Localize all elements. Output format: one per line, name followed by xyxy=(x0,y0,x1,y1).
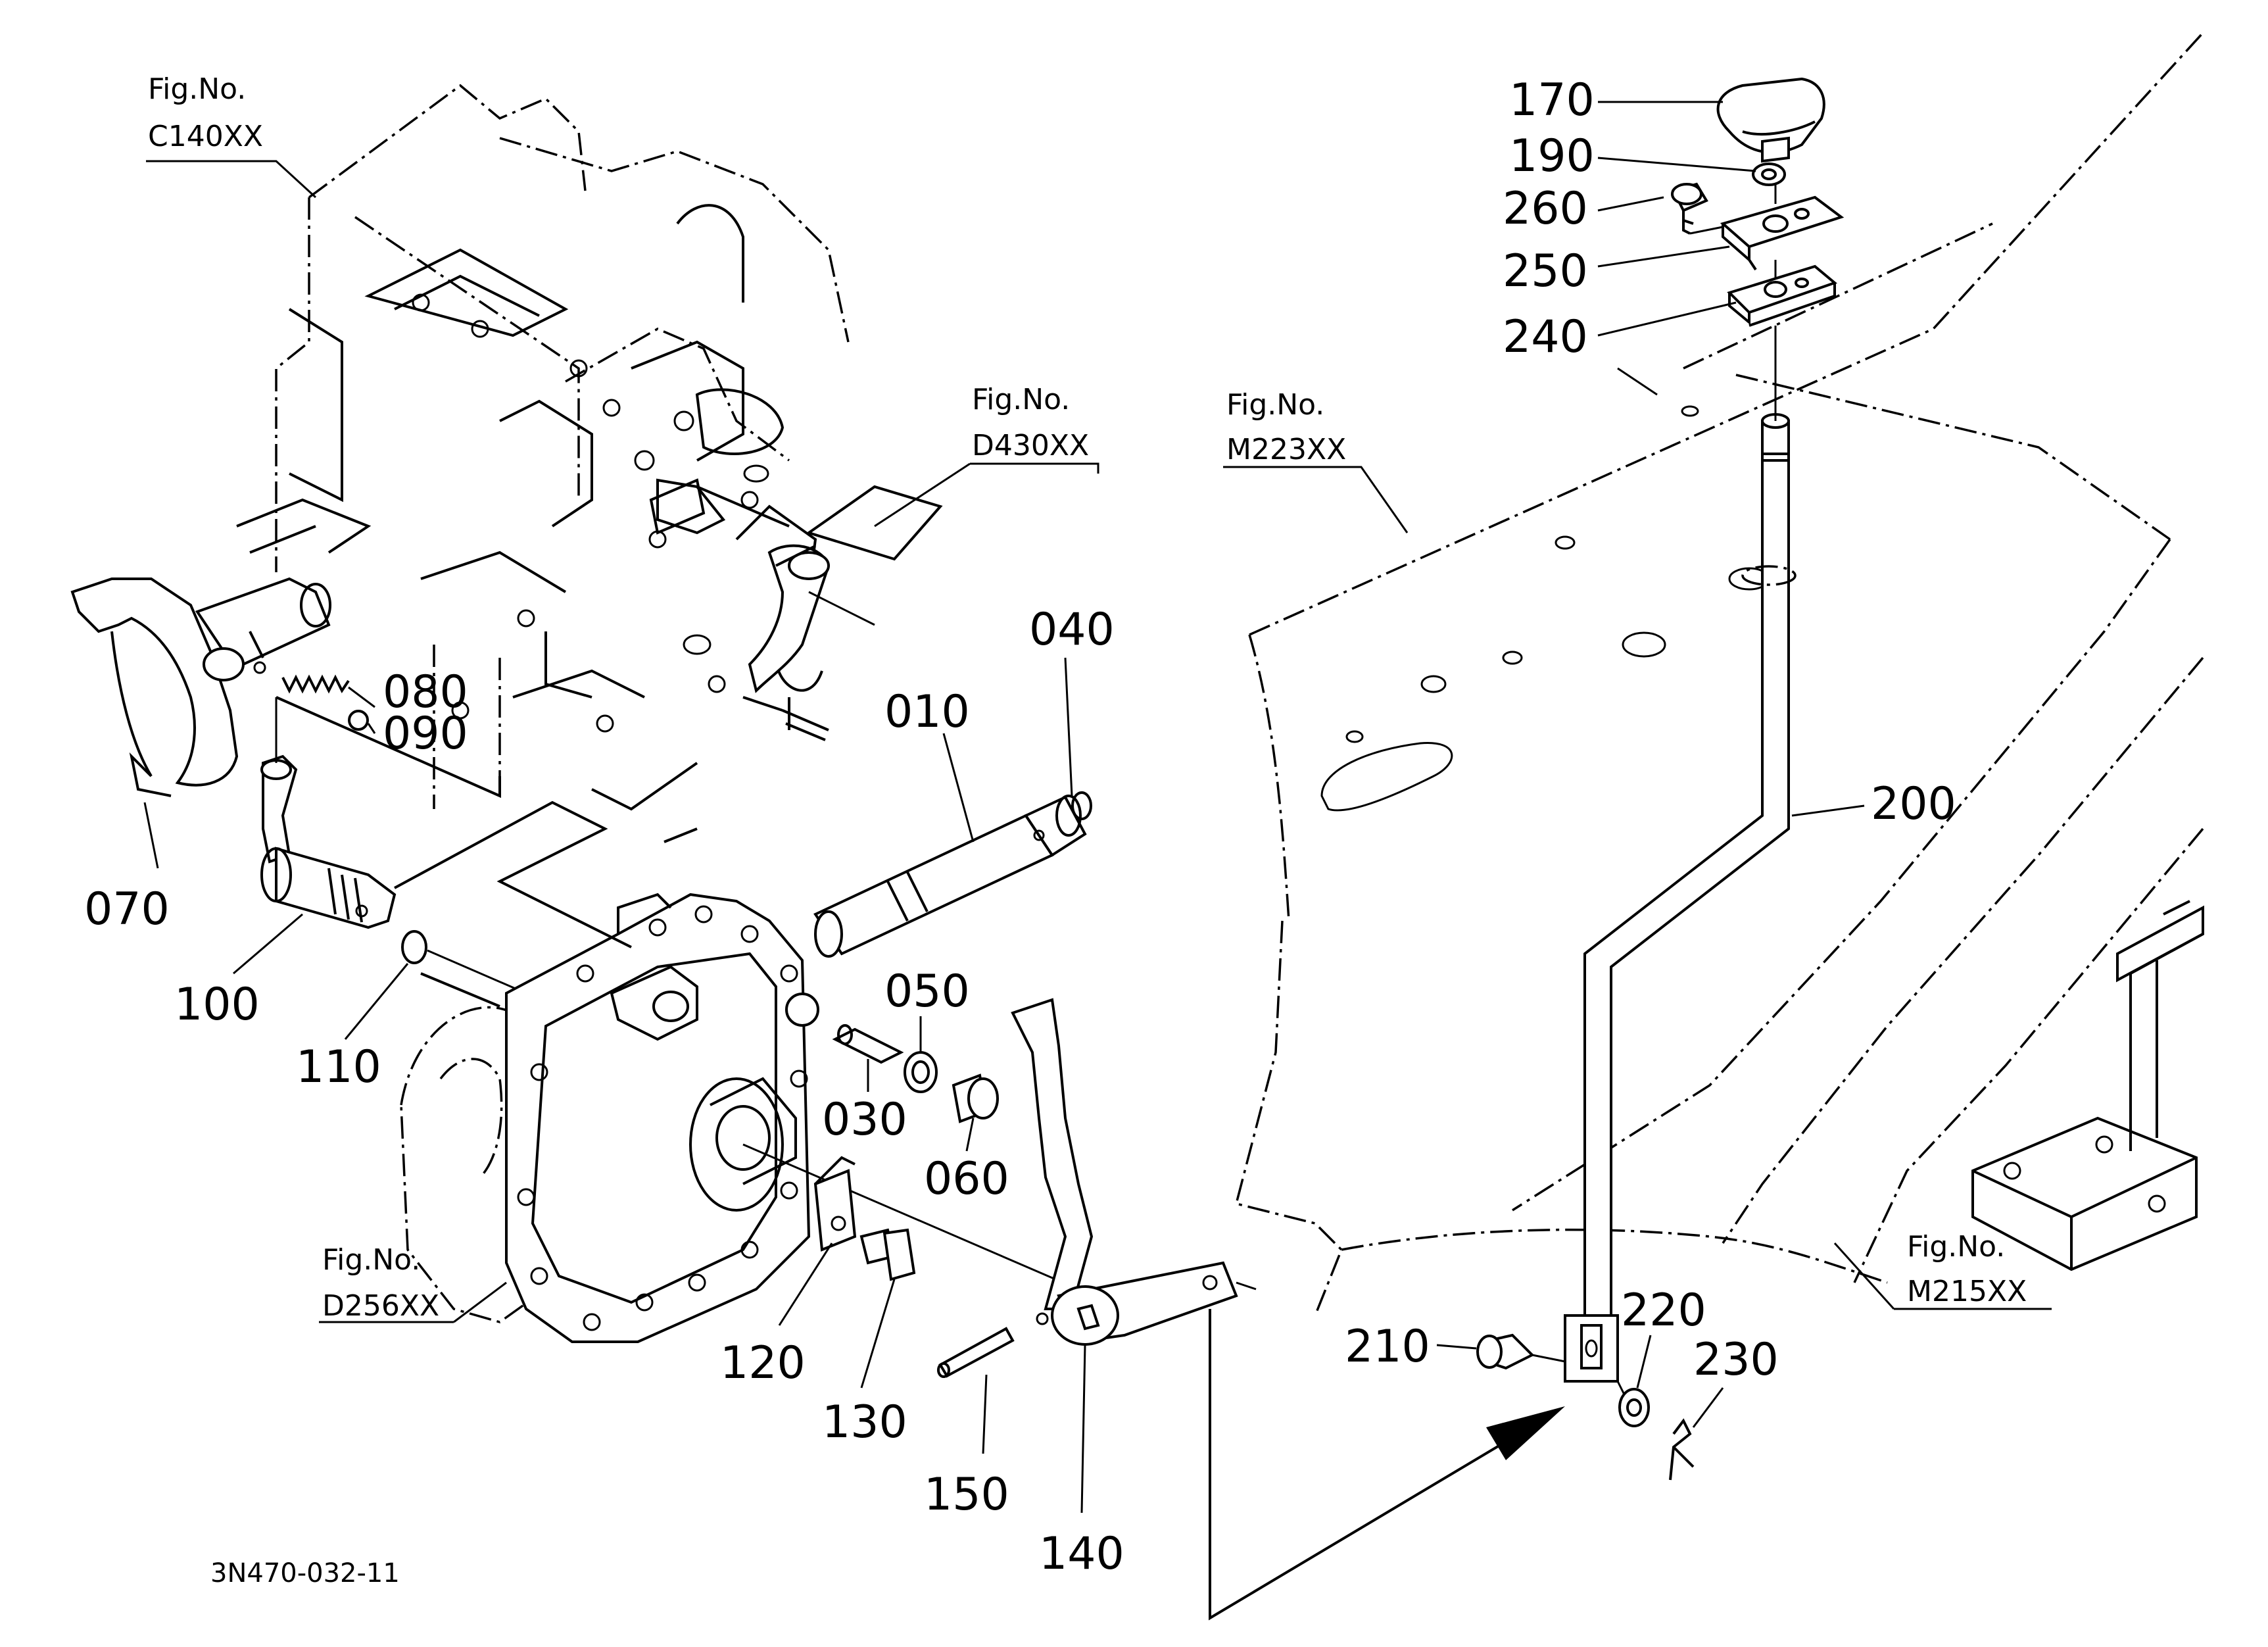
shift-arm-100 xyxy=(260,697,397,929)
snap-pin-230 xyxy=(1669,1418,1695,1481)
detent-spring-080 xyxy=(281,674,350,694)
part-label-090: 090 xyxy=(383,708,468,760)
bolt-130 xyxy=(859,1228,916,1281)
shift-lever-140 xyxy=(1011,998,1257,1346)
shift-shaft-010 xyxy=(813,795,1087,958)
nut-190 xyxy=(1752,162,1786,186)
o-ring-040 xyxy=(1071,791,1092,820)
part-label-050: 050 xyxy=(884,966,970,1018)
part-label-110: 110 xyxy=(296,1041,381,1093)
shift-fork-070 xyxy=(70,577,331,797)
part-label-140: 140 xyxy=(1039,1528,1124,1580)
part-label-240: 240 xyxy=(1503,311,1588,363)
fender-bracket-m215 xyxy=(1971,900,2204,1271)
part-label-100: 100 xyxy=(174,979,260,1031)
bolt-260 xyxy=(1671,182,1724,235)
fig-ref-c140-code: C140XX xyxy=(148,120,263,153)
part-label-130: 130 xyxy=(822,1396,907,1448)
part-label-210: 210 xyxy=(1345,1321,1430,1373)
part-label-120: 120 xyxy=(720,1337,806,1389)
part-label-080: 080 xyxy=(383,666,468,718)
part-label-230: 230 xyxy=(1693,1334,1779,1386)
plate-250 xyxy=(1720,195,1845,271)
fig-ref-c140-label: Fig.No. xyxy=(148,72,246,106)
fig-ref-d430-code: D430XX xyxy=(972,429,1089,462)
part-number-labels: 010 030 040 050 060 070 080 090 100 110 … xyxy=(84,74,1956,1580)
part-label-030: 030 xyxy=(822,1094,907,1146)
lever-housing-d256 xyxy=(400,893,1079,1343)
detent-ball-090 xyxy=(348,710,369,731)
shift-rod-200 xyxy=(1564,326,1797,1383)
bracket-120 xyxy=(813,1156,857,1252)
fig-ref-m215-code: M215XX xyxy=(1907,1275,2027,1308)
part-label-260: 260 xyxy=(1503,183,1588,235)
knob-170 xyxy=(1716,77,1825,163)
pin-030 xyxy=(832,1024,904,1064)
part-label-040: 040 xyxy=(1029,604,1115,656)
document-id: 3N470-032-11 xyxy=(210,1558,400,1588)
part-label-070: 070 xyxy=(84,883,170,935)
fig-ref-m223-label: Fig.No. xyxy=(1226,388,1324,422)
fig-ref-m223-code: M223XX xyxy=(1226,433,1346,466)
transmission-case-drawing xyxy=(236,84,850,809)
part-label-220: 220 xyxy=(1621,1285,1706,1337)
assembly-guide-lines xyxy=(276,696,698,1008)
fig-ref-m215-label: Fig.No. xyxy=(1907,1230,2005,1264)
fig-ref-d256-label: Fig.No. xyxy=(322,1243,420,1277)
callout-leaders xyxy=(143,101,2052,1513)
part-label-060: 060 xyxy=(924,1153,1009,1205)
seal-050 xyxy=(904,1051,938,1093)
part-label-250: 250 xyxy=(1503,245,1588,297)
plate-240 xyxy=(1727,264,1838,327)
pin-150 xyxy=(937,1327,1015,1378)
clevis-pin-210 xyxy=(1476,1333,1566,1370)
o-ring-110 xyxy=(401,930,427,964)
connection-arrow xyxy=(1209,1309,1565,1621)
figure-reference-labels: Fig.No. C140XX Fig.No. D430XX Fig.No. M2… xyxy=(148,72,2027,1323)
part-label-200: 200 xyxy=(1871,778,1956,830)
fig-ref-d430-label: Fig.No. xyxy=(972,383,1070,416)
fig-ref-d256-code: D256XX xyxy=(322,1289,439,1323)
part-label-170: 170 xyxy=(1509,74,1595,126)
washer-220 xyxy=(1616,1381,1650,1427)
part-label-190: 190 xyxy=(1509,130,1595,182)
part-label-150: 150 xyxy=(924,1469,1009,1521)
floor-panel-m223 xyxy=(1234,32,2204,1316)
part-label-010: 010 xyxy=(884,686,970,738)
plug-060 xyxy=(952,1073,999,1123)
